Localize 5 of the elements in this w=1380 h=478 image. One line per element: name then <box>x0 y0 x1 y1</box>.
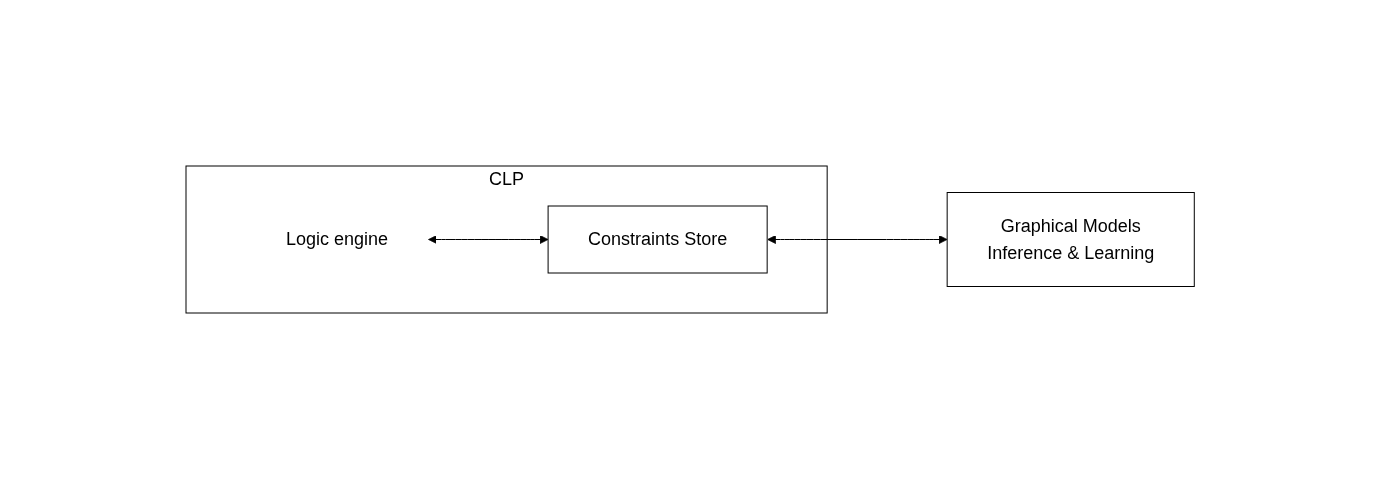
node-text: Logic engine <box>285 228 388 249</box>
node-box: Constraints Store <box>547 205 768 273</box>
arrow <box>427 234 549 244</box>
node-box: Graphical Models Inference & Learning <box>946 191 1195 287</box>
arrow <box>767 234 948 244</box>
